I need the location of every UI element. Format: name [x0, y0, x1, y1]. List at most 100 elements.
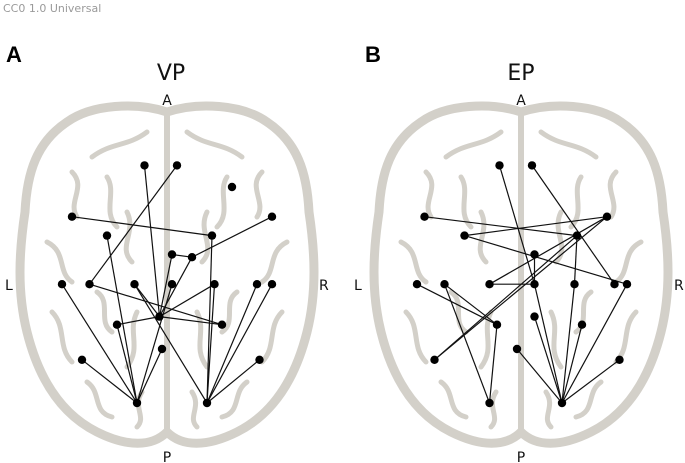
edge-b-6	[464, 235, 628, 285]
node-a-23	[172, 161, 182, 170]
node-a-20	[202, 398, 212, 408]
edge-b-19	[561, 324, 583, 404]
label-posterior-b: P	[517, 450, 525, 463]
node-b-7	[412, 280, 422, 289]
edge-b-15	[533, 284, 563, 404]
node-a-19	[132, 398, 142, 408]
node-a-16	[217, 320, 227, 329]
node-b-0	[495, 161, 504, 170]
edge-a-13	[159, 283, 215, 318]
edge-a-23	[206, 284, 216, 404]
edge-a-0	[143, 165, 161, 317]
license-label: CC0 1.0 Universal	[3, 2, 101, 15]
node-a-2	[67, 212, 77, 221]
node-a-10	[130, 280, 139, 289]
edge-a-16	[116, 316, 160, 326]
label-anterior-b: A	[516, 93, 526, 109]
node-a-5	[207, 231, 217, 240]
panel-title-ep: EP	[507, 61, 534, 86]
edge-b-4	[489, 216, 608, 285]
node-b-14	[512, 344, 522, 354]
panel-title-vp: VP	[157, 61, 185, 86]
label-left-a: L	[5, 278, 13, 294]
brain-outline-a	[20, 106, 314, 443]
edge-b-12	[443, 283, 491, 404]
edge-b-1	[531, 165, 615, 285]
edge-b-21	[533, 316, 563, 404]
node-a-11	[167, 280, 177, 289]
node-b-17	[430, 355, 439, 364]
label-right-a: R	[319, 278, 329, 294]
node-b-11	[530, 280, 539, 289]
node-b-16	[577, 320, 587, 329]
node-b-18	[615, 355, 624, 364]
node-b-1	[527, 161, 537, 170]
node-a-7	[57, 280, 67, 289]
node-b-4	[460, 231, 469, 240]
node-a-13	[252, 280, 262, 289]
edge-b-0	[498, 165, 536, 285]
edge-a-17	[116, 324, 138, 404]
node-b-2	[420, 212, 429, 221]
edge-a-14	[206, 283, 258, 404]
edge-a-7	[61, 283, 138, 404]
panel-vp: A VP A L R P	[5, 42, 329, 463]
node-b-3	[602, 212, 612, 221]
label-anterior-a: A	[162, 93, 172, 109]
node-b-9	[440, 280, 449, 289]
edge-a-19	[206, 359, 260, 404]
edge-b-3	[464, 216, 608, 237]
edge-a-15	[136, 348, 163, 404]
node-b-15	[492, 320, 502, 329]
label-left-b: L	[354, 278, 362, 294]
edge-b-16	[561, 284, 576, 404]
panel-letter-b: B	[365, 42, 381, 67]
nodes-group-b	[412, 161, 632, 408]
node-a-6	[167, 250, 177, 259]
edge-a-2	[71, 216, 213, 237]
edge-a-4	[106, 235, 138, 404]
node-a-22	[187, 253, 197, 262]
edge-a-8	[206, 283, 273, 404]
edges-group-a	[61, 165, 273, 404]
edge-b-5	[434, 216, 608, 361]
node-b-10	[485, 280, 494, 289]
node-b-21	[530, 312, 539, 321]
node-a-3	[267, 212, 277, 221]
edge-a-10	[134, 283, 160, 317]
label-right-b: R	[674, 278, 684, 294]
node-a-21	[155, 312, 164, 321]
node-b-8	[622, 280, 632, 289]
edge-a-11	[133, 283, 208, 404]
edge-a-5	[206, 235, 213, 404]
edge-b-18	[488, 324, 498, 404]
edge-b-10	[416, 283, 498, 326]
edge-a-9	[89, 283, 223, 326]
node-a-4	[102, 231, 112, 240]
edge-b-9	[434, 235, 578, 361]
nodes-group-a	[57, 161, 277, 408]
node-b-19	[485, 398, 494, 408]
node-a-18	[255, 355, 264, 364]
panel-ep: B EP A L R P	[354, 42, 684, 463]
edge-b-13	[444, 283, 498, 326]
edge-b-8	[573, 235, 578, 285]
edge-b-20	[561, 359, 620, 404]
label-posterior-a: P	[163, 450, 171, 463]
node-a-9	[85, 280, 94, 289]
panel-letter-a: A	[6, 42, 22, 67]
edge-b-17	[516, 348, 563, 404]
node-a-15	[112, 320, 122, 329]
edge-a-3	[191, 216, 273, 258]
edge-a-18	[81, 359, 138, 404]
node-a-17	[77, 355, 87, 364]
node-a-14	[157, 344, 167, 354]
node-b-13	[610, 280, 619, 289]
node-b-5	[530, 250, 539, 259]
node-a-0	[140, 161, 149, 170]
node-a-12	[210, 280, 219, 289]
node-b-12	[570, 280, 579, 289]
edge-b-2	[424, 216, 578, 237]
node-b-6	[572, 231, 582, 240]
